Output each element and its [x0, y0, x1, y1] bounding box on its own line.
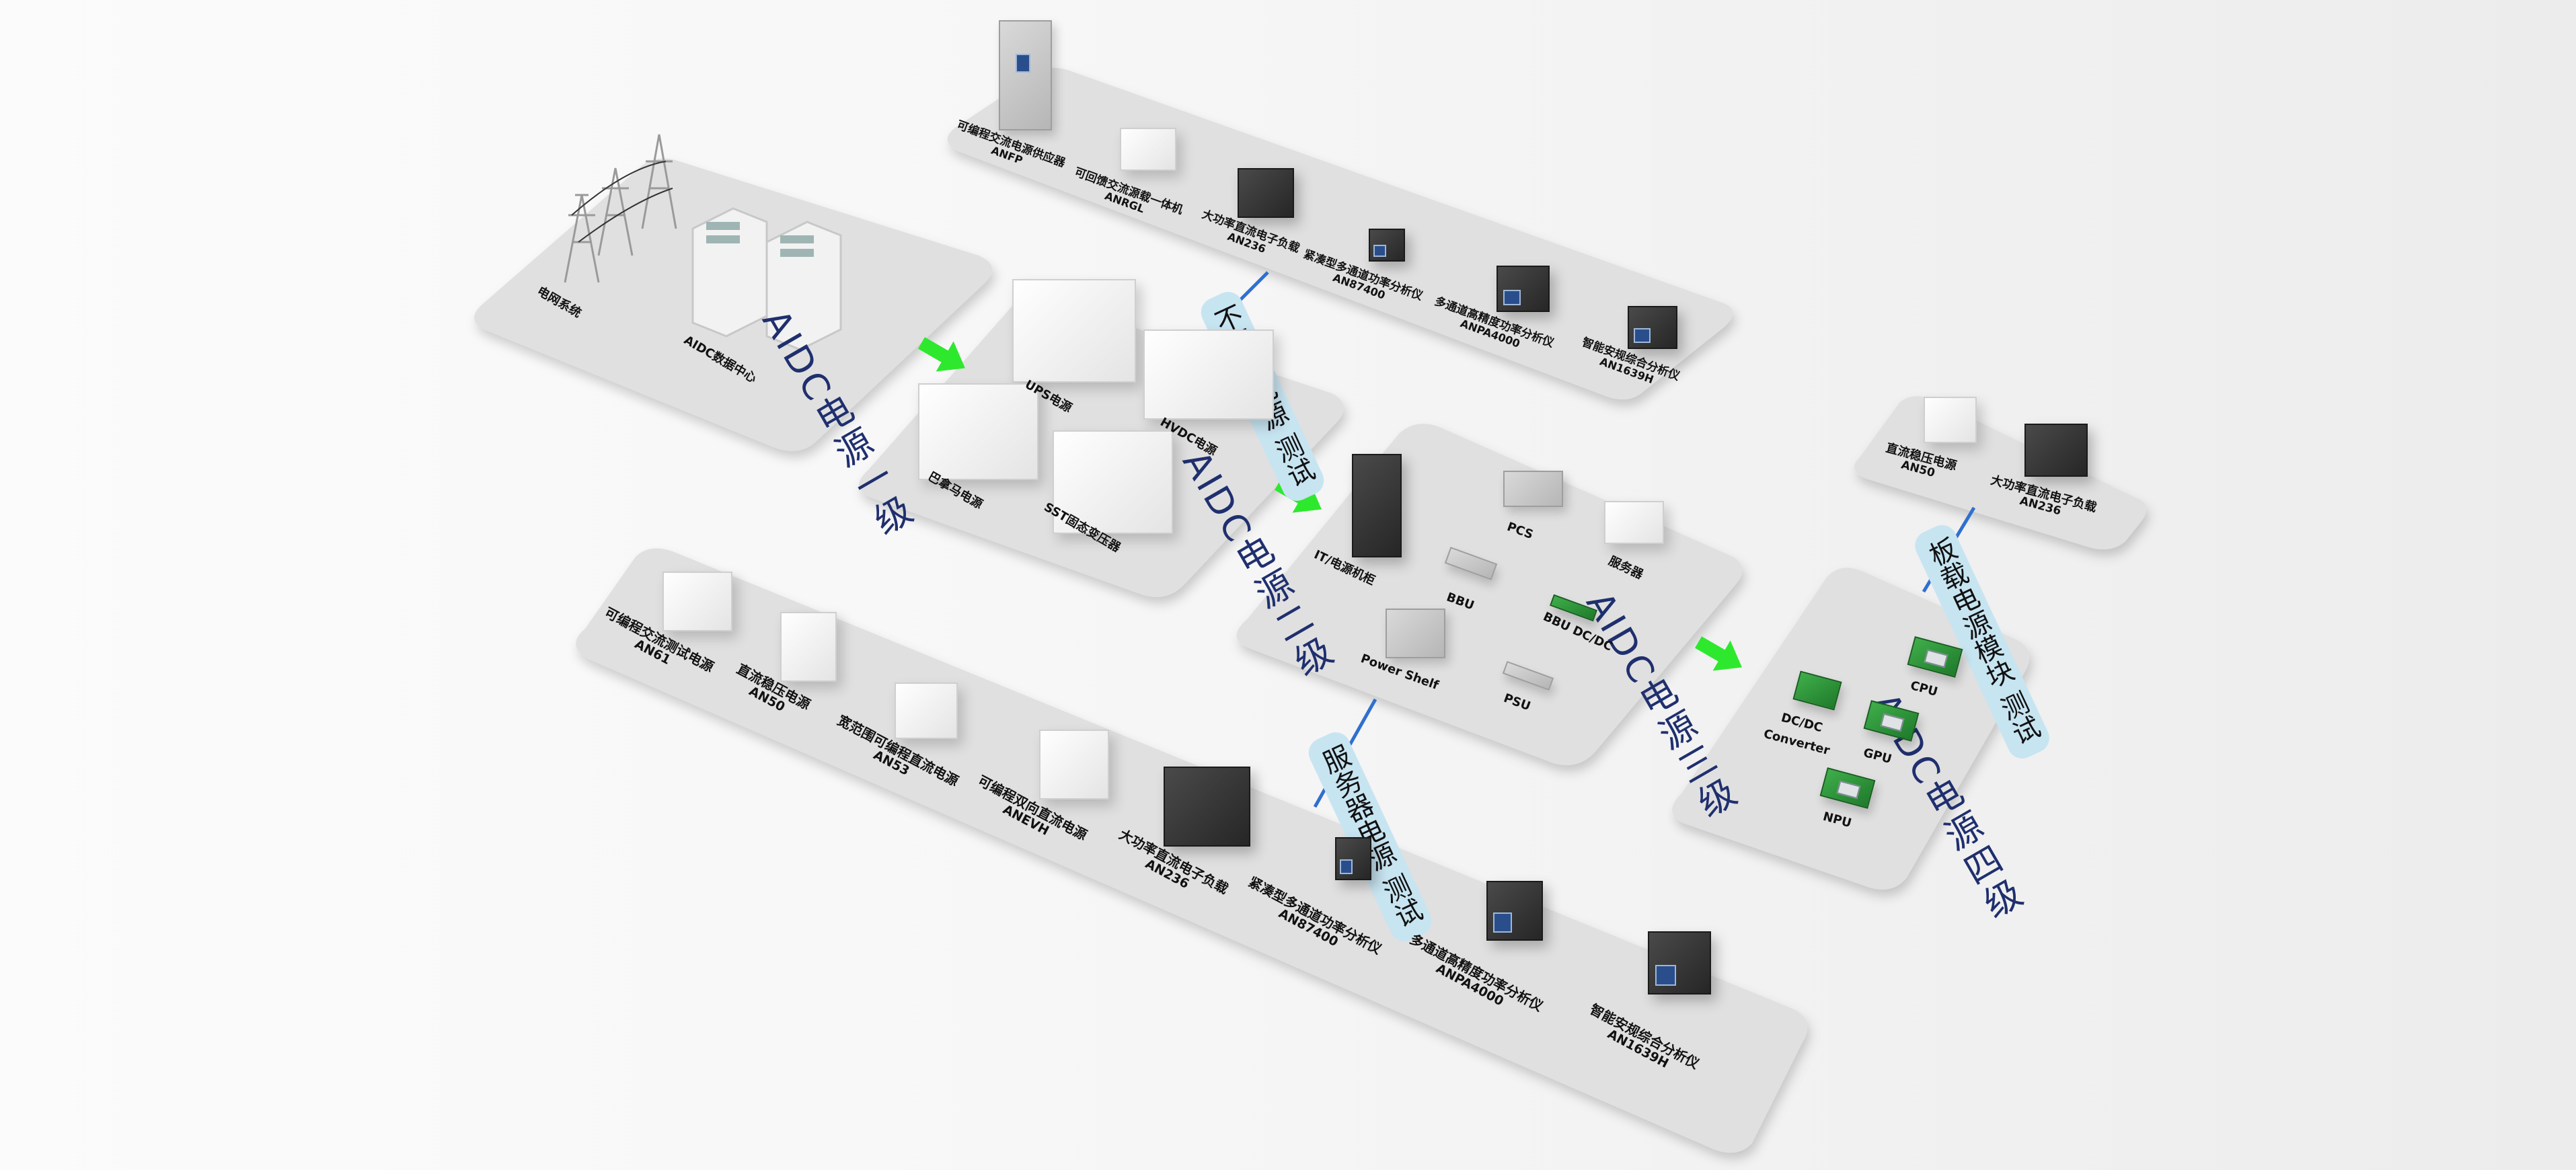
power-analyzer-icon [1486, 881, 1543, 941]
compact-power-analyzer-icon [1369, 229, 1405, 262]
power-tower-icon [564, 134, 677, 283]
dc-power-supply-icon [780, 612, 837, 682]
ac-power-supply-cabinet-icon [999, 20, 1052, 130]
arrow-level3-to-level4 [1695, 636, 1742, 671]
dc-electronic-load-icon [1164, 767, 1250, 847]
bidirectional-dc-supply-icon [1039, 730, 1109, 800]
ups-cabinet-icon [1012, 279, 1136, 383]
dc-power-supply-icon [1924, 397, 1977, 443]
server-rack-icon [1352, 454, 1402, 557]
dc-electronic-load-icon [2024, 424, 2088, 477]
ac-source-load-icon [1120, 128, 1176, 171]
server-psu-test-panel [576, 548, 1808, 1153]
pcs-module-icon [1503, 471, 1563, 507]
board-test-panel [1854, 396, 2147, 550]
compact-power-analyzer-icon [1335, 837, 1371, 880]
panama-power-cabinet-icon [918, 383, 1038, 480]
sst-transformer-icon [1053, 430, 1173, 534]
data-center-building-icon [691, 207, 842, 351]
ac-test-power-icon [662, 572, 732, 631]
server-icon [1604, 501, 1664, 544]
power-shelf-icon [1386, 609, 1445, 658]
power-analyzer-icon [1497, 266, 1550, 312]
safety-analyzer-icon [1648, 931, 1711, 994]
dc-electronic-load-icon [1238, 168, 1294, 218]
safety-analyzer-icon [1628, 306, 1677, 349]
arrow-level1-to-level2 [918, 337, 965, 372]
hvdc-cabinet-icon [1143, 329, 1274, 420]
programmable-dc-supply-icon [895, 682, 958, 739]
